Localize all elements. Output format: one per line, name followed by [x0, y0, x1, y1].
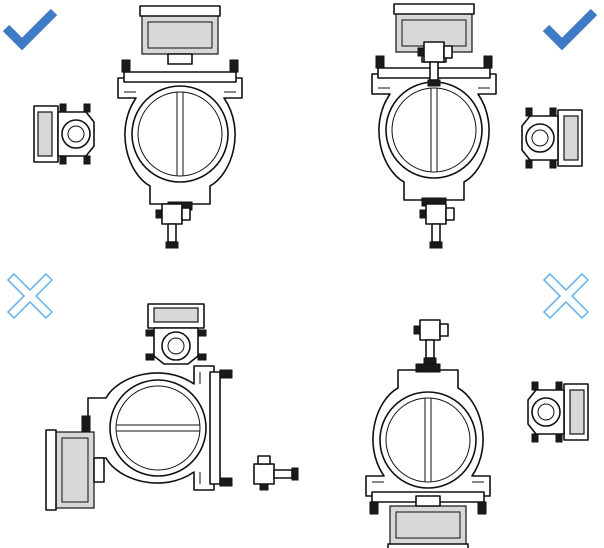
drain-valve [155, 203, 191, 249]
pipe-fitting-body [365, 363, 491, 515]
pipe-fitting-body [117, 59, 243, 211]
panel-bottom-left [7, 273, 299, 511]
side-controller [33, 103, 95, 165]
actuator-housing [139, 5, 221, 65]
panel-top-right [371, 3, 594, 249]
panel-bottom-right [365, 273, 589, 548]
side-controller [521, 107, 583, 169]
side-valve [253, 455, 299, 491]
drain-valve [419, 203, 455, 249]
checkmark-icon [6, 12, 54, 44]
checkmark-icon [546, 12, 594, 44]
cross-icon [7, 273, 53, 319]
cross-icon [543, 273, 589, 319]
panel-top-left [6, 5, 243, 249]
side-controller [527, 381, 589, 443]
top-valve [413, 319, 449, 365]
side-controller [145, 303, 207, 365]
actuator-housing [387, 495, 469, 548]
